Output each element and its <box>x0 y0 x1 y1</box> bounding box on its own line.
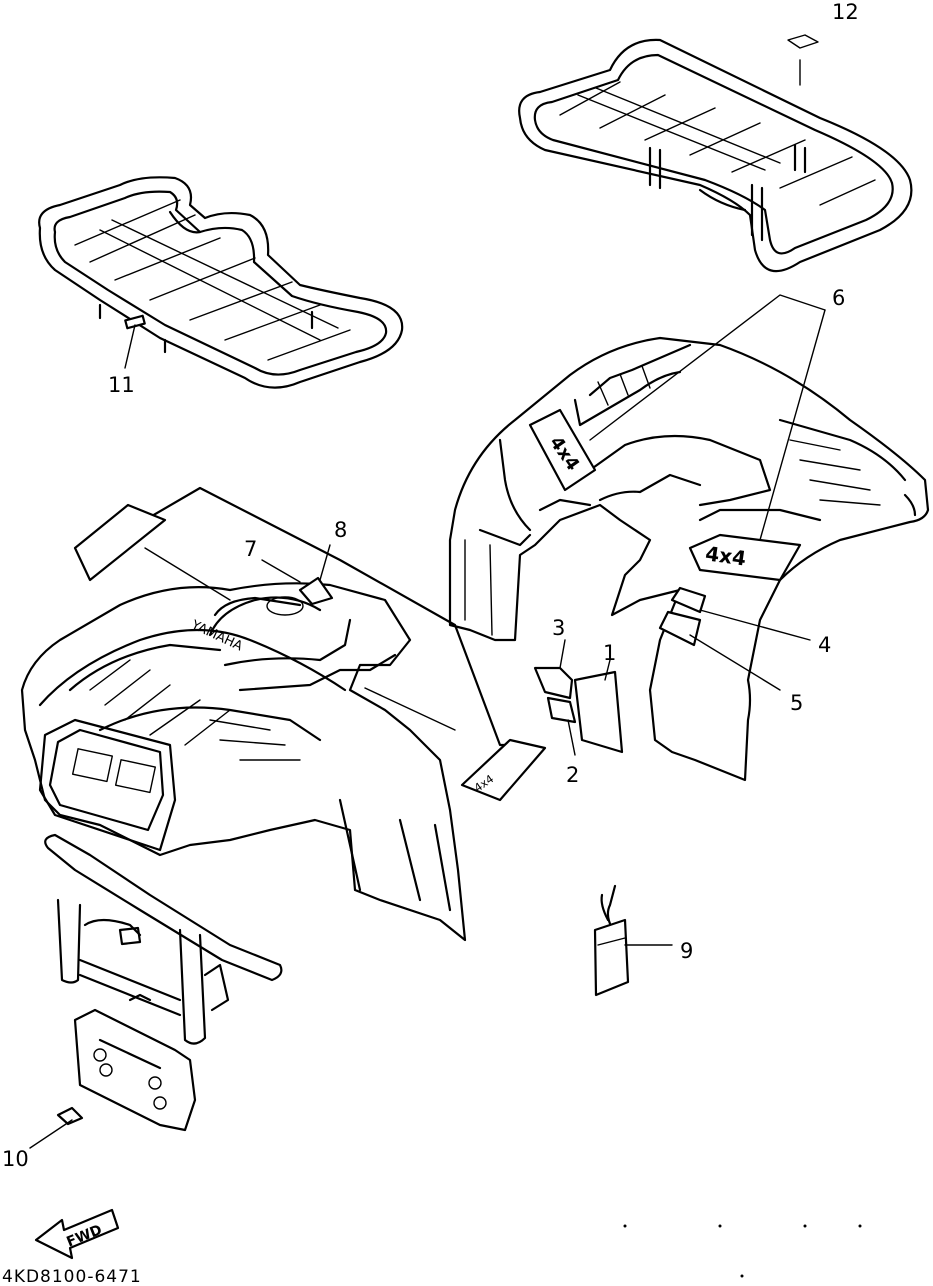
decal-7-shape <box>298 576 334 606</box>
bracket-hole-4 <box>153 1096 167 1110</box>
top-decal-text: 4x4 <box>704 541 748 570</box>
decal-5-shape <box>658 610 702 647</box>
rear-fender: 4x4 4x4 <box>448 336 930 782</box>
decal-10-shape <box>56 1106 84 1126</box>
callout-8: 8 <box>334 518 347 542</box>
part-code: 4KD8100-6471 <box>2 1267 142 1286</box>
callout-4: 4 <box>818 633 831 657</box>
scan-specks <box>623 1224 862 1278</box>
decal-4-shape <box>670 586 707 614</box>
callout-2: 2 <box>566 763 579 787</box>
tag-9-shape <box>593 918 630 997</box>
decal-2-shape <box>546 696 577 724</box>
fwd-arrow-shape <box>34 1208 120 1260</box>
fuel-cap-ellipse <box>266 596 304 616</box>
bracket-hole-2 <box>99 1063 113 1077</box>
decal-3-shape <box>533 666 574 700</box>
callout-3: 3 <box>552 616 565 640</box>
callout-1: 1 <box>603 641 616 665</box>
forward-arrow: FWD <box>34 1208 120 1260</box>
front-fender: YAMAHA <box>20 576 467 942</box>
leader-lines <box>29 34 826 1149</box>
front-bumper-guard <box>44 833 283 1132</box>
left-headlight <box>71 748 114 783</box>
decal-1-shape <box>573 670 624 754</box>
callout-12: 12 <box>832 0 859 24</box>
front-carrier-rack <box>38 176 404 389</box>
bracket-hole-1 <box>93 1048 107 1062</box>
callout-5: 5 <box>790 691 803 715</box>
right-headlight <box>114 759 157 794</box>
callout-numbers: 12 11 6 8 7 3 1 4 5 2 9 10 <box>2 0 859 1171</box>
small-decals-center <box>533 666 624 754</box>
decal-sheet-8-corner <box>73 503 167 582</box>
callout-7: 7 <box>244 537 257 561</box>
callout-11: 11 <box>108 373 135 397</box>
rear-fender-side-decal <box>528 408 597 492</box>
callout-6: 6 <box>832 286 845 310</box>
callout-10: 10 <box>2 1147 29 1171</box>
decal-sheet-8-end <box>460 738 547 802</box>
decal-sheet-8: 4x4 <box>73 486 547 802</box>
warning-tag-9 <box>593 884 630 997</box>
rear-fender-top-decal <box>688 533 802 582</box>
bracket-hole-3 <box>148 1076 162 1090</box>
callout-9: 9 <box>680 939 693 963</box>
rear-carrier-rack <box>518 38 913 273</box>
